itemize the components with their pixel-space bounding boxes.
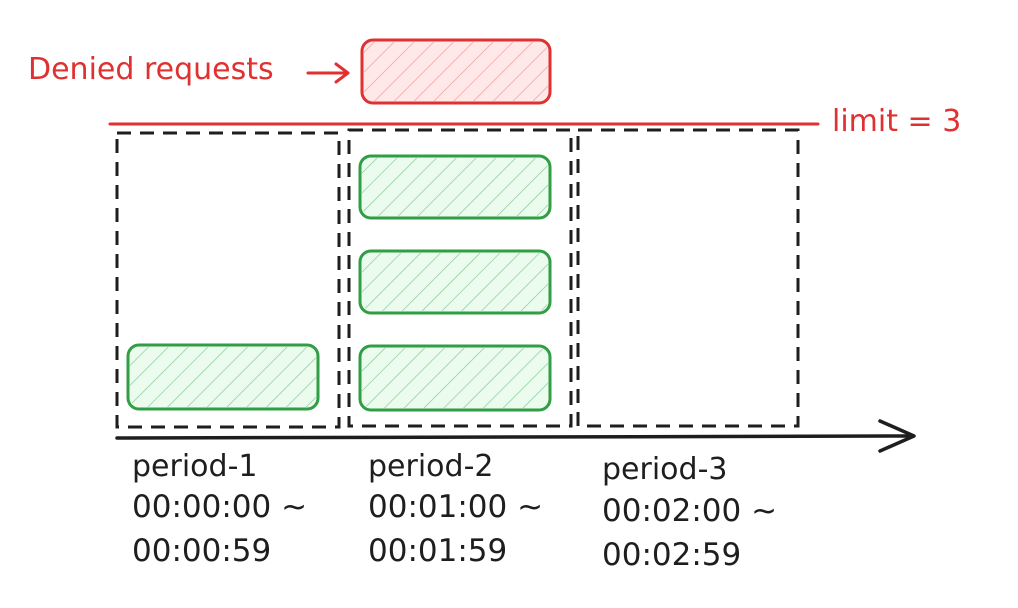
period-2-end: 00:01:59 [368,533,508,569]
period-2-start: 00:01:00 ~ [368,489,544,525]
period-2-name: period-2 [368,449,494,484]
denied-requests-label: Denied requests [28,52,274,87]
allowed-request-hatch-p1-1 [130,347,316,407]
time-axis [115,434,914,440]
denied-arrow-head [334,62,350,84]
period-3-end: 00:02:59 [602,537,742,573]
period-1-end: 00:00:59 [132,533,272,569]
period-window-1 [115,131,341,429]
allowed-request-hatch-p2-3 [362,348,548,408]
allowed-request-hatch-p2-2 [362,253,548,311]
time-axis-arrowhead [878,419,916,453]
period-window-2 [347,128,573,428]
period-1-name: period-1 [132,449,258,484]
period-3-name: period-3 [602,452,728,487]
allowed-request-hatch-p2-1 [362,158,548,216]
period-1-start: 00:00:00 ~ [132,489,308,525]
period-window-3 [576,128,800,428]
denied-request-hatch [364,42,548,101]
period-3-start: 00:02:00 ~ [602,493,778,529]
limit-label: limit = 3 [832,104,962,139]
